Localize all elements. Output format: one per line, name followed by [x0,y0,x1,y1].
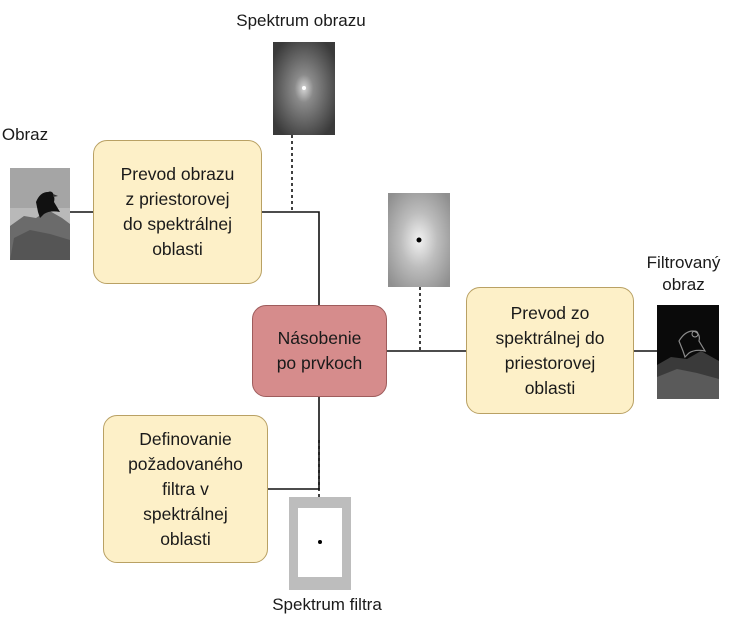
filter-spectrum-label: Spektrum filtra [272,595,382,614]
image-spectrum-label: Spektrum obrazu [236,11,366,30]
product-spectrum-thumbnail [388,193,450,287]
spatial-to-spectral-text: Prevod obrazu z priestorovej do spektrál… [120,164,235,259]
elementwise-multiply-text: Násobenie po prvkoch [276,328,363,373]
define-filter-text: Definovanie požadovaného filtra v spektr… [128,428,243,549]
line-multiply-to-filter [268,397,320,490]
line-transform-to-multiply [262,211,320,305]
spatial-to-spectral-box: Prevod obrazu z priestorovej do spektrál… [93,140,262,284]
spectral-to-spatial-box: Prevod zo spektrálnej do priestorovej ob… [466,287,634,414]
input-image-label: Obraz [1,125,49,144]
filtered-image-label: Filtrovaný obraz [646,253,721,294]
input-image-bird-photo [10,168,70,260]
filter-spectrum-thumbnail [289,497,351,590]
image-spectrum-thumbnail [273,42,335,135]
define-filter-box: Definovanie požadovaného filtra v spektr… [103,415,268,563]
filtered-image-thumbnail [657,305,719,399]
elementwise-multiply-box: Násobenie po prvkoch [252,305,387,397]
spectral-to-spatial-text: Prevod zo spektrálnej do priestorovej ob… [495,302,605,398]
